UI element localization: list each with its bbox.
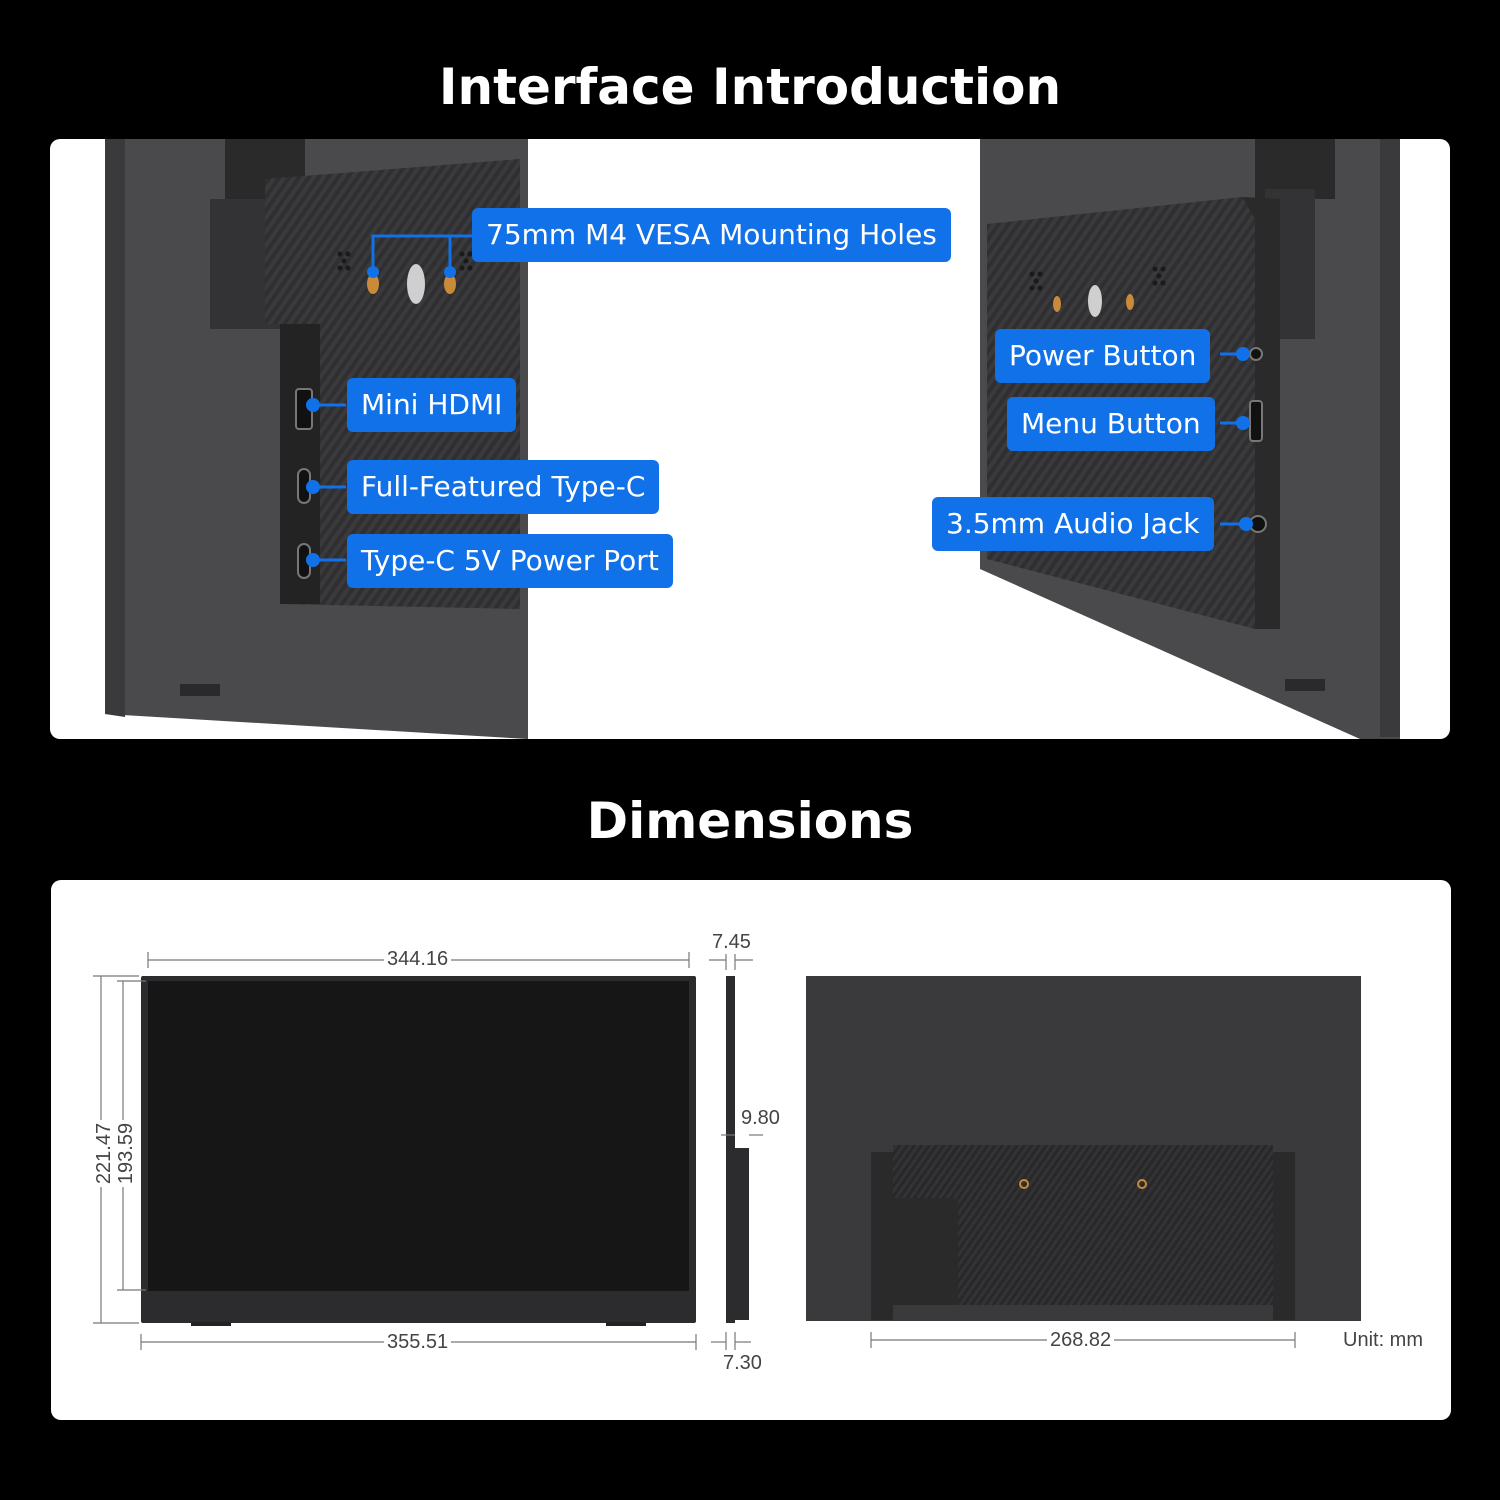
typec-dot [306,480,320,494]
interface-title: Interface Introduction [438,58,1062,116]
front-view [141,976,696,1326]
audio-jack-dot [1239,517,1253,531]
callout-menu-button: Menu Button [1007,397,1215,451]
dimensions-title: Dimensions [586,792,914,850]
dim-top-width: 344.16 [384,948,452,971]
vesa-dot-left [367,266,379,278]
vesa-dot-right [444,266,456,278]
dimensions-panel: 344.16 355.51 221.47 193.59 7.45 9.80 7.… [51,880,1451,1420]
left-monitor-back [105,139,528,739]
callout-vesa-holes: 75mm M4 VESA Mounting Holes [472,208,951,262]
interface-panel: 75mm M4 VESA Mounting Holes Mini HDMI Fu… [50,139,1450,739]
side-view [726,976,749,1323]
menu-button-dot [1236,416,1250,430]
callout-audio-jack: 3.5mm Audio Jack [932,497,1214,551]
unit-label: Unit: mm [1340,1329,1426,1352]
dim-inner-height: 193.59 [115,1119,139,1188]
dim-outer-height: 221.47 [93,1119,117,1188]
dim-top-thickness: 7.45 [709,931,754,954]
power-button-dot [1236,347,1250,361]
back-view [806,976,1361,1321]
dim-stand-width: 268.82 [1047,1329,1115,1352]
dimension-drawings [93,952,1361,1350]
power-port-dot [306,553,320,567]
hdmi-dot [306,398,320,412]
callout-full-featured-type-c: Full-Featured Type-C [347,460,660,514]
dim-bottom-thickness: 7.30 [720,1352,765,1375]
callout-power-button: Power Button [995,329,1211,383]
callout-mini-hdmi: Mini HDMI [347,378,517,432]
callout-type-c-power-port: Type-C 5V Power Port [347,534,673,588]
dim-bottom-width: 355.51 [384,1331,452,1354]
dim-stand-thickness: 9.80 [738,1107,783,1130]
